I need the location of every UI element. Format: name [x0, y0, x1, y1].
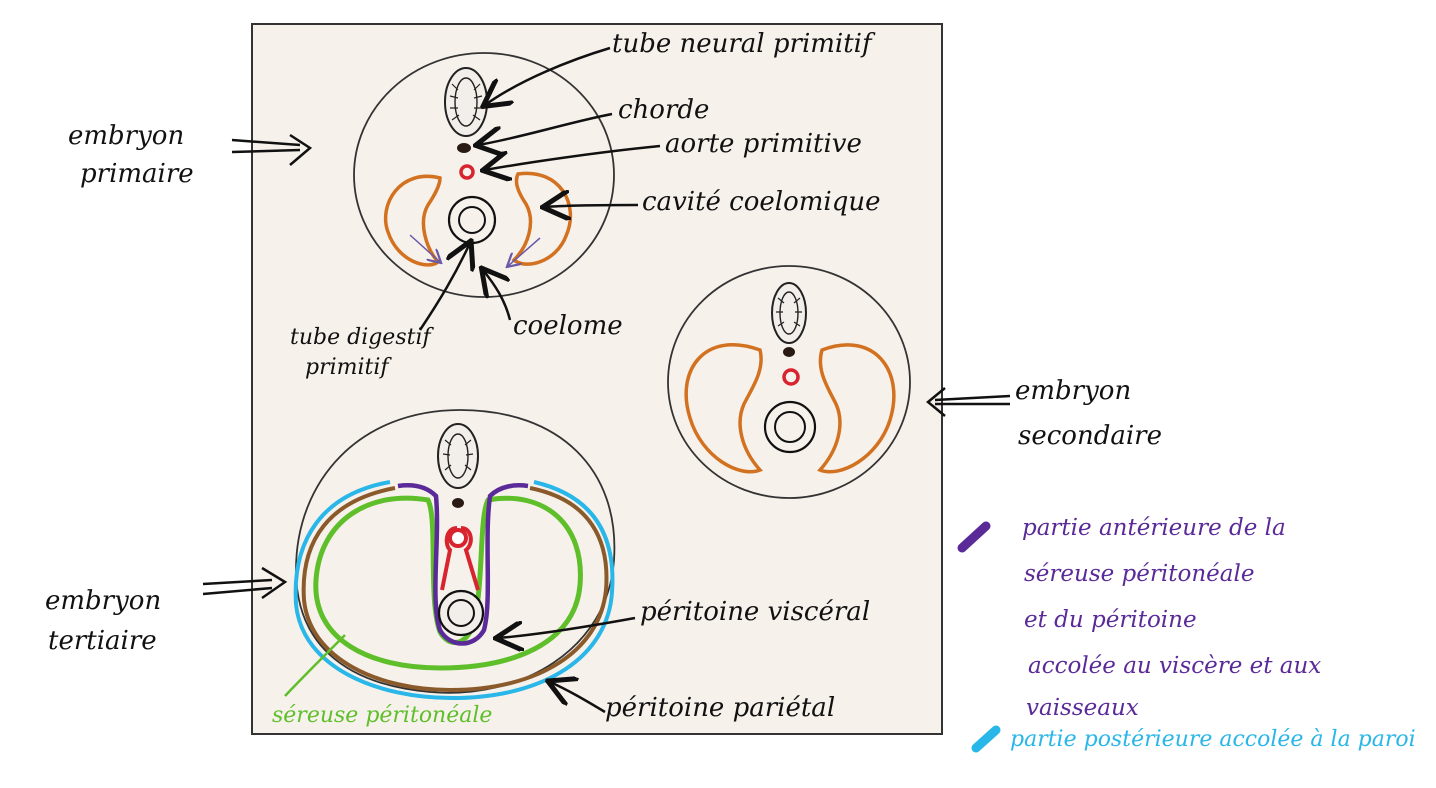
- label-embryo-primary-2: primaire: [80, 159, 194, 189]
- parietal-layer-brown: [301, 486, 609, 693]
- label-serosa: séreuse péritonéale: [272, 703, 493, 728]
- serosa-arrow: [284, 634, 346, 697]
- parietal-layer-cyan: [293, 480, 615, 701]
- label-aorta: aorte primitive: [665, 129, 862, 159]
- coelom-left-primary: [383, 174, 442, 267]
- annotation-arrows: [202, 46, 1011, 714]
- aorta-tertiary: [440, 526, 480, 591]
- notochord-tertiary: [452, 498, 464, 508]
- label-embryo-tertiary-1: embryon: [45, 586, 162, 616]
- anterior-layer-purple: [397, 483, 529, 646]
- label-notochord: chorde: [618, 95, 710, 125]
- label-gut-tube-2: primitif: [305, 355, 389, 380]
- gut-tube-tertiary: [437, 589, 485, 637]
- legend-purple-line-2: séreuse péritonéale: [1024, 561, 1255, 587]
- label-gut-tube-1: tube digestif: [290, 325, 431, 350]
- coelom-left-secondary: [684, 343, 763, 474]
- neural-tube-tertiary: [437, 423, 479, 489]
- embryo-secondary-outline: [667, 265, 911, 499]
- aorta-primary: [459, 164, 475, 180]
- legend-bullet-cyan: [971, 725, 1001, 753]
- label-neural-tube: tube neural primitif: [612, 29, 872, 59]
- label-visceral-peritoneum: péritoine viscéral: [640, 597, 871, 627]
- gut-tube-secondary: [763, 400, 817, 454]
- label-embryo-secondary-1: embryon: [1015, 376, 1132, 406]
- coelom-right-primary: [511, 171, 573, 266]
- label-coelom: coelome: [513, 311, 623, 341]
- legend-purple-line-1: partie antérieure de la: [1022, 515, 1286, 541]
- label-coelomic-cavity: cavité coelomique: [642, 187, 881, 217]
- embryo-primary: [353, 52, 615, 298]
- legend-bullet-purple: [957, 521, 991, 553]
- legend-purple-line-3: et du péritoine: [1024, 607, 1197, 633]
- gut-tube-primary: [447, 195, 497, 245]
- legend-purple-line-4: accolée au viscère et aux: [1028, 653, 1322, 679]
- embryo-secondary: [667, 265, 911, 499]
- label-embryo-secondary-2: secondaire: [1018, 421, 1162, 451]
- embryo-tertiary-outline: [295, 409, 616, 694]
- notochord-secondary: [783, 347, 795, 357]
- label-embryo-primary-1: embryon: [68, 121, 185, 151]
- embryo-tertiary: [293, 409, 616, 701]
- serosa-green: [313, 495, 583, 671]
- coelom-right-secondary: [817, 343, 896, 474]
- neural-tube-primary: [444, 67, 488, 137]
- label-embryo-tertiary-2: tertiaire: [48, 626, 157, 656]
- legend-cyan-line: partie postérieure accolée à la paroi: [1010, 727, 1416, 752]
- notochord-primary: [457, 143, 471, 153]
- neural-tube-secondary: [771, 282, 807, 344]
- legend-purple-line-5: vaisseaux: [1026, 695, 1139, 721]
- aorta-secondary: [782, 368, 800, 386]
- label-parietal-peritoneum: péritoine pariétal: [605, 693, 836, 723]
